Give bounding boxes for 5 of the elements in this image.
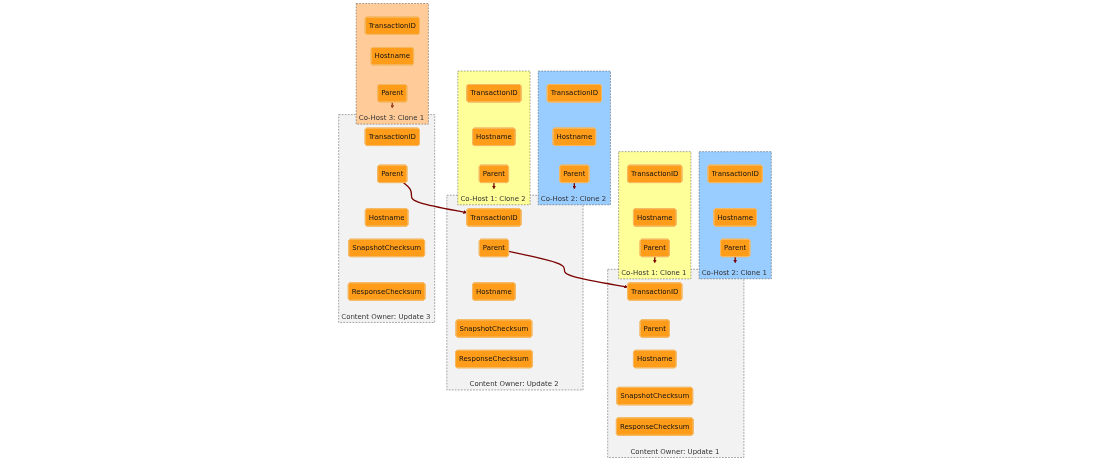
arrow: [652, 256, 657, 264]
arrow: [733, 256, 738, 264]
arrow: [492, 181, 496, 190]
arrow: [508, 250, 628, 289]
arrow: [402, 182, 468, 214]
